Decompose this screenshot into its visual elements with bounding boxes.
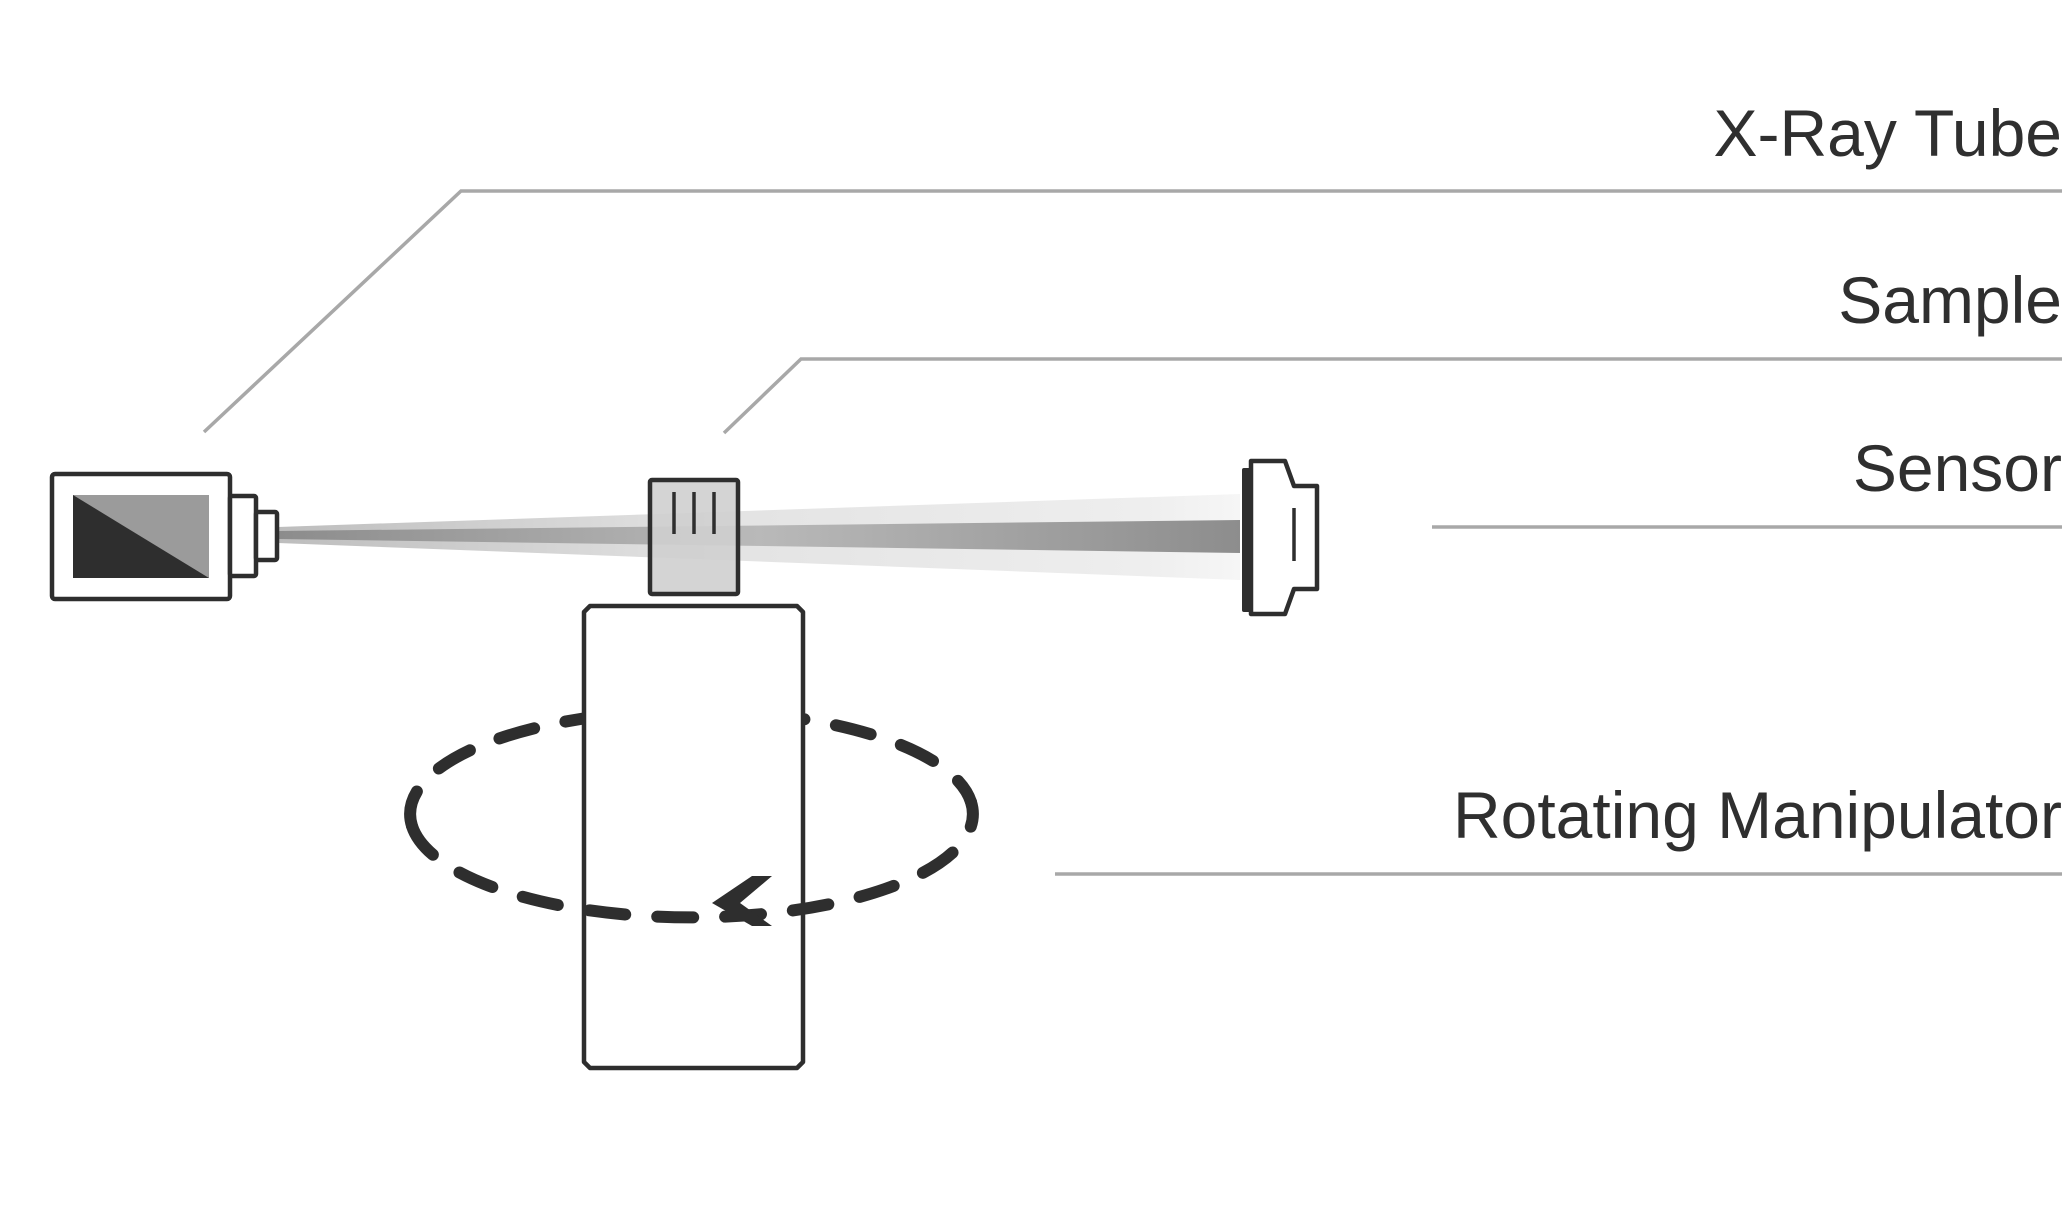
- sensor-label: Sensor: [1853, 431, 2062, 505]
- rotating-manipulator-label: Rotating Manipulator: [1453, 778, 2062, 852]
- xray-tube-label: X-Ray Tube: [1714, 96, 2063, 170]
- xray-tube-nozzle: [253, 509, 280, 563]
- rotation-path-front: [406, 796, 979, 924]
- beam-core: [278, 520, 1240, 553]
- sample-label: Sample: [1838, 263, 2062, 337]
- rotating-manipulator: [404, 603, 979, 1071]
- manipulator-column: [581, 603, 806, 1071]
- xray-tube: [49, 471, 280, 602]
- xray-tube-collar: [227, 493, 259, 579]
- sensor-housing: [1248, 458, 1320, 617]
- rotation-direction-arrow-icon: [712, 876, 772, 926]
- sample-body: [647, 477, 741, 597]
- xray-tube-leader-line: [202, 189, 2062, 434]
- xray-tube-window-dark: [73, 495, 209, 578]
- sample: [647, 477, 741, 597]
- xray-beam: [278, 494, 1240, 580]
- sensor: [1242, 458, 1320, 617]
- sample-leader-line: [722, 357, 2062, 435]
